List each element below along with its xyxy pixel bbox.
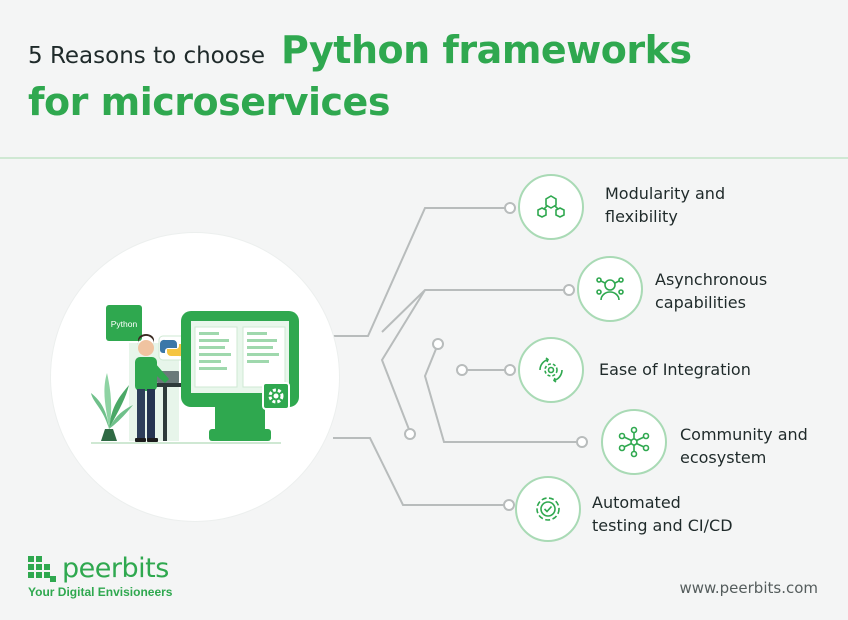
reason-label-testing: Automated testing and CI/CD bbox=[592, 493, 733, 535]
python-badge-text: Python bbox=[111, 319, 138, 329]
reason-label-community: Community and ecosystem bbox=[680, 425, 808, 467]
connector-node bbox=[404, 428, 416, 440]
connector-node bbox=[563, 284, 575, 296]
connector-node bbox=[504, 202, 516, 214]
modularity-icon-circle bbox=[518, 174, 584, 240]
user-network-icon bbox=[596, 277, 624, 301]
connector-node bbox=[456, 364, 468, 376]
connector-node bbox=[503, 499, 515, 511]
community-icon-circle bbox=[601, 409, 667, 475]
reason-label-integration: Ease of Integration bbox=[599, 360, 751, 379]
connector-node bbox=[432, 338, 444, 350]
hexagon-network-icon bbox=[537, 195, 565, 218]
website-link[interactable]: www.peerbits.com bbox=[679, 579, 818, 597]
async-icon-circle bbox=[577, 256, 643, 322]
brand-name: peerbits bbox=[62, 553, 169, 584]
connector-node bbox=[504, 364, 516, 376]
header-divider bbox=[0, 157, 848, 159]
title-accent-text: Python frameworks bbox=[280, 28, 692, 72]
checkmark-gear-icon bbox=[536, 497, 560, 521]
brand-tagline: Your Digital Envisioneers bbox=[28, 585, 173, 599]
gear-icon bbox=[262, 382, 290, 410]
python-logo-icon bbox=[158, 335, 186, 361]
plant-icon bbox=[91, 373, 133, 441]
title-plain-text: 5 Reasons to choose bbox=[28, 43, 265, 69]
testing-icon-circle bbox=[515, 476, 581, 542]
hero-illustration: Python bbox=[51, 233, 339, 521]
peerbits-logo-icon bbox=[28, 555, 56, 582]
person-icon bbox=[135, 334, 169, 442]
monitor-icon bbox=[181, 311, 299, 441]
title-line-2: for microservices bbox=[28, 80, 390, 124]
python-badge: Python bbox=[106, 305, 142, 341]
reason-label-modularity: Modularity and flexibility bbox=[605, 184, 726, 226]
integration-gear-icon bbox=[539, 357, 563, 383]
community-nodes-icon bbox=[618, 426, 650, 458]
peerbits-logo[interactable]: peerbits bbox=[28, 553, 169, 584]
connector-node bbox=[576, 436, 588, 448]
title-line-1: 5 Reasons to choose Python frameworks bbox=[28, 28, 692, 72]
reason-label-async: Asynchronous capabilities bbox=[655, 270, 768, 312]
integration-icon-circle bbox=[518, 337, 584, 403]
